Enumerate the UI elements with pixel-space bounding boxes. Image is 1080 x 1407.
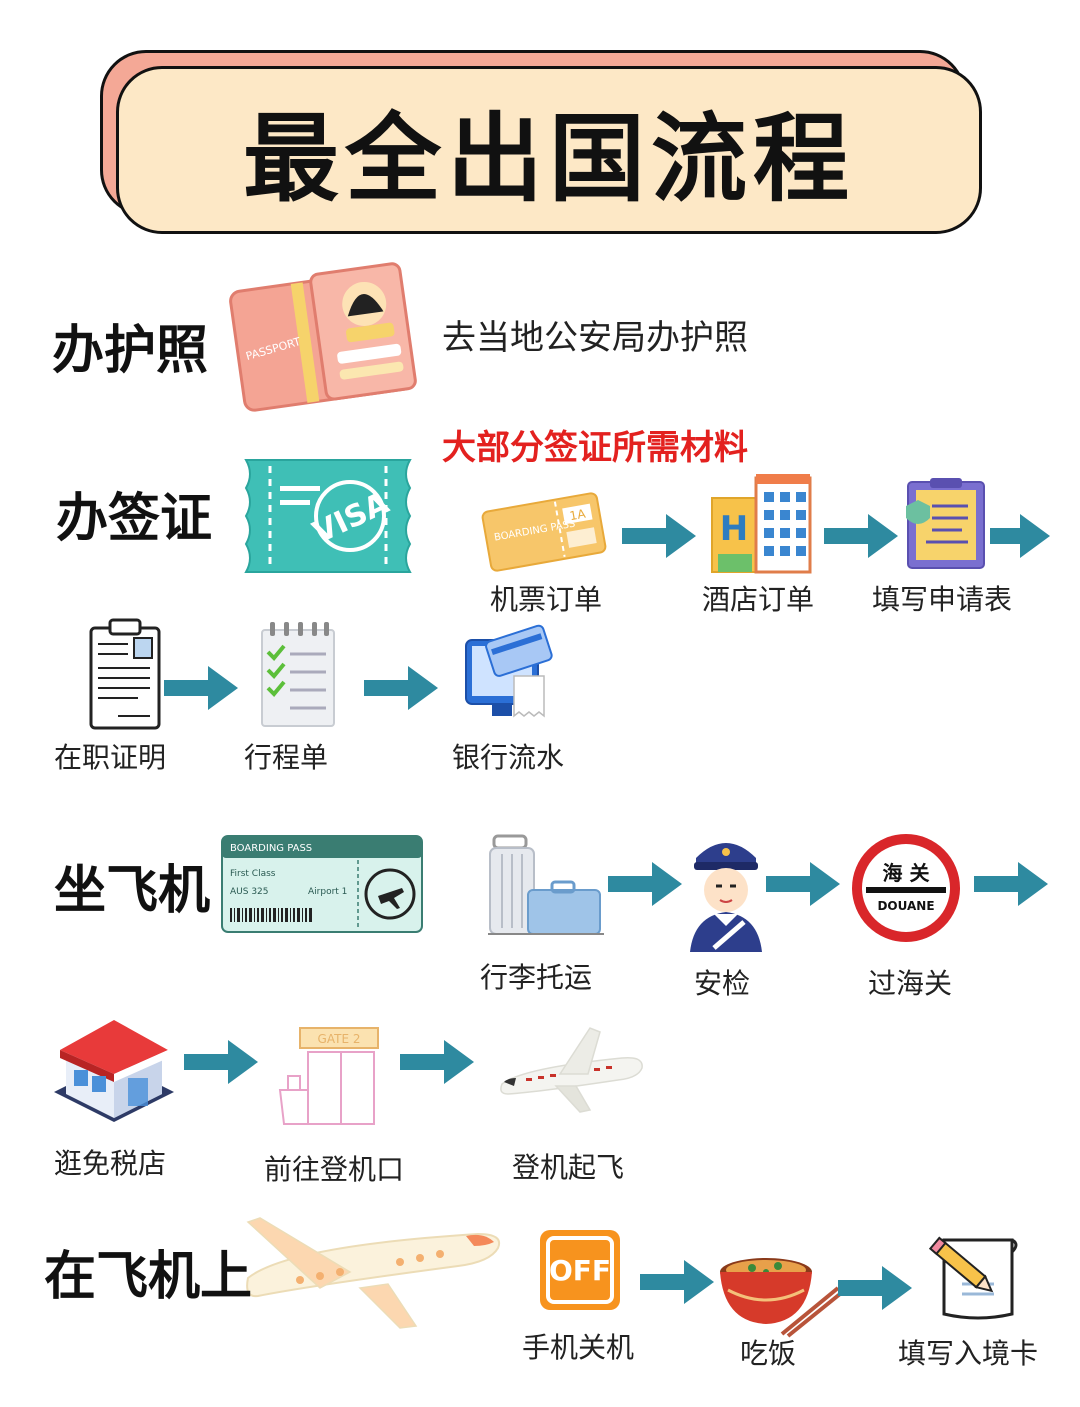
airplane-illustration-icon bbox=[240, 1214, 504, 1332]
boarding-gate-icon: GATE 2 bbox=[276, 1024, 380, 1128]
itinerary-checklist-icon bbox=[258, 620, 338, 728]
visa-step-itinerary: 行程单 bbox=[244, 741, 329, 774]
visa-materials-note: 大部分签证所需材料 bbox=[442, 428, 748, 468]
passport-description: 去当地公安局办护照 bbox=[442, 318, 748, 358]
visa-step-employment-certificate: 在职证明 bbox=[54, 741, 167, 774]
section-label-onboard: 在飞机上 bbox=[44, 1247, 253, 1307]
page-title: 最全出国流程 bbox=[243, 102, 855, 215]
luggage-icon bbox=[486, 834, 606, 938]
employment-certificate-icon bbox=[88, 616, 162, 732]
hotel-icon: H bbox=[710, 474, 814, 574]
onboard-step-arrival-card: 填写入境卡 bbox=[898, 1337, 1039, 1370]
boarding-pass-airport: Airport 1 bbox=[308, 887, 347, 897]
flow-arrow bbox=[618, 510, 700, 562]
boarding-pass-icon: BOARDING PASS First Class AUS 325 Airpor… bbox=[220, 834, 424, 934]
title-banner: 最全出国流程 bbox=[116, 66, 982, 234]
flight-step-go-to-gate: 前往登机口 bbox=[264, 1153, 405, 1186]
flow-arrow bbox=[834, 1262, 916, 1314]
boarding-ticket-icon: BOARDING PASS 1A bbox=[481, 492, 607, 572]
visa-step-hotel-order: 酒店订单 bbox=[702, 583, 815, 616]
customs-sign-top: 海 关 bbox=[883, 861, 930, 885]
visa-ticket-icon: VISA bbox=[240, 456, 416, 574]
arrival-card-pencil-icon bbox=[922, 1230, 1022, 1322]
application-form-icon bbox=[902, 476, 992, 572]
takeoff-plane-icon bbox=[496, 1020, 646, 1120]
boarding-pass-flight: AUS 325 bbox=[230, 887, 269, 897]
flow-arrow bbox=[762, 858, 844, 910]
flow-arrow bbox=[180, 1036, 262, 1088]
visa-step-application-form: 填写申请表 bbox=[872, 583, 1013, 616]
flow-arrow bbox=[988, 510, 1052, 562]
flow-arrow bbox=[160, 662, 242, 714]
flight-step-baggage-check: 行李托运 bbox=[480, 961, 593, 994]
security-officer-icon bbox=[686, 832, 766, 954]
flow-arrow bbox=[636, 1256, 718, 1308]
flight-step-duty-free: 逛免税店 bbox=[54, 1147, 167, 1180]
section-label-passport: 办护照 bbox=[52, 321, 209, 381]
bank-statement-monitor-icon bbox=[462, 614, 558, 724]
flight-step-security: 安检 bbox=[694, 967, 751, 1000]
customs-sign-bottom: DOUANE bbox=[877, 899, 934, 913]
hotel-letter: H bbox=[720, 509, 748, 549]
flow-arrow bbox=[396, 1036, 478, 1088]
passport-icon: PASSPORT bbox=[228, 250, 418, 418]
visa-step-bank-statement: 银行流水 bbox=[452, 741, 565, 774]
section-label-visa: 办签证 bbox=[56, 489, 213, 549]
ticket-seat: 1A bbox=[569, 507, 588, 524]
onboard-step-phone-off: 手机关机 bbox=[522, 1331, 635, 1364]
off-text: OFF bbox=[549, 1254, 611, 1287]
boarding-pass-class: First Class bbox=[230, 869, 276, 879]
noodle-bowl-icon bbox=[718, 1238, 842, 1338]
flow-arrow bbox=[970, 858, 1052, 910]
onboard-step-meal: 吃饭 bbox=[740, 1337, 797, 1370]
flow-arrow bbox=[604, 858, 686, 910]
flight-step-customs: 过海关 bbox=[868, 967, 953, 1000]
boarding-pass-header: BOARDING PASS bbox=[230, 843, 312, 854]
duty-free-shop-icon bbox=[52, 1014, 176, 1126]
flow-arrow bbox=[360, 662, 442, 714]
section-label-flight: 坐飞机 bbox=[54, 861, 211, 921]
customs-sign-icon: 海 关 DOUANE bbox=[850, 832, 962, 944]
flow-arrow bbox=[820, 510, 902, 562]
flight-step-boarding-takeoff: 登机起飞 bbox=[512, 1151, 625, 1184]
visa-step-flight-order: 机票订单 bbox=[490, 583, 603, 616]
gate-sign-text: GATE 2 bbox=[318, 1032, 361, 1046]
phone-off-icon: OFF bbox=[538, 1228, 622, 1312]
